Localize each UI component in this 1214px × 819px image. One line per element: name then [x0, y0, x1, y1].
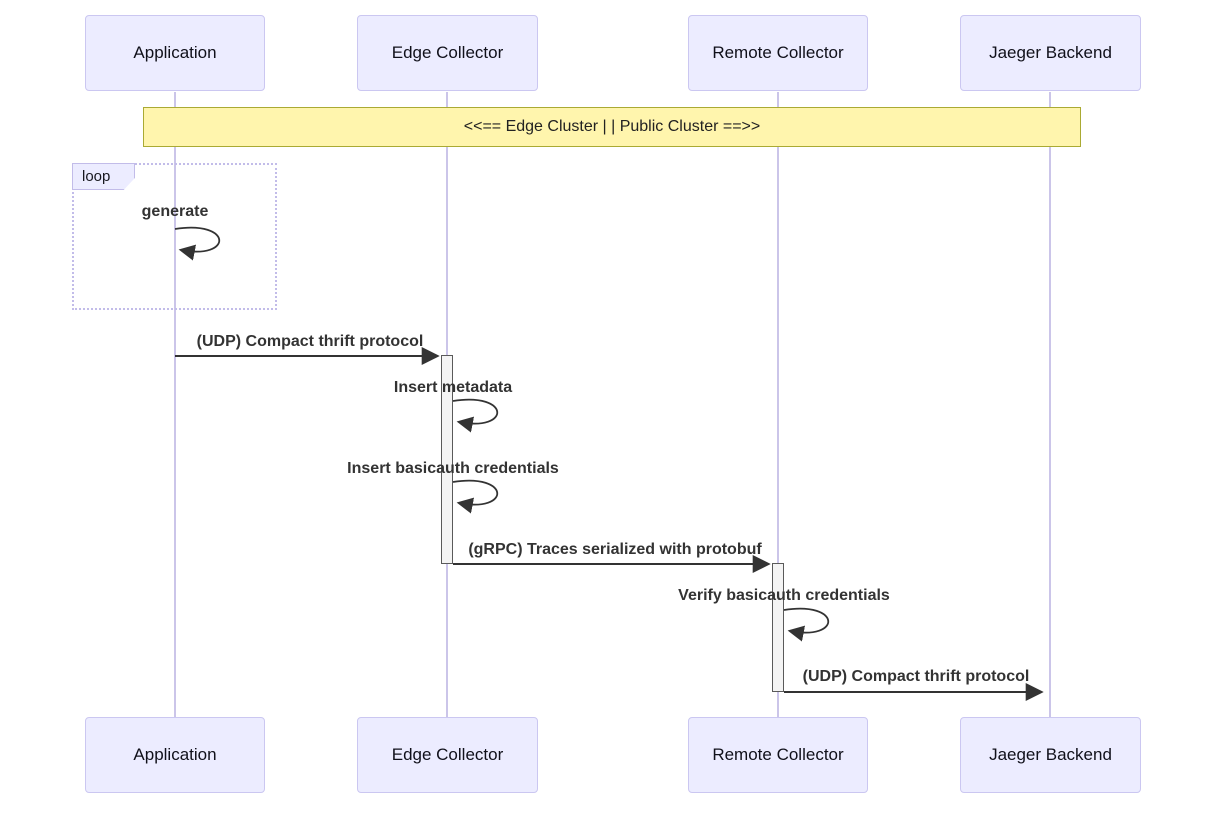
cluster-note: <<== Edge Cluster | | Public Cluster ==>… — [143, 107, 1081, 147]
actor-label: Application — [133, 43, 217, 62]
loop-label: loop — [72, 163, 135, 190]
actor-bottom-remote-collector: Remote Collector — [688, 717, 868, 793]
actor-label: Edge Collector — [391, 43, 504, 62]
self-loop-insert-metadata — [452, 398, 499, 433]
self-loop-verify-basicauth — [783, 607, 830, 642]
message-label-insert-basicauth: Insert basicauth credentials — [347, 460, 559, 477]
message-label-udp-2: (UDP) Compact thrift protocol — [802, 668, 1030, 685]
actor-label: Remote Collector — [712, 43, 844, 62]
self-loop-insert-basicauth — [452, 479, 499, 514]
message-label-insert-metadata: Insert metadata — [393, 379, 513, 396]
actor-bottom-application: Application — [85, 717, 265, 793]
message-label-verify-basicauth: Verify basicauth credentials — [678, 587, 890, 604]
actor-top-jaeger-backend: Jaeger Backend — [960, 15, 1141, 91]
actor-bottom-jaeger-backend: Jaeger Backend — [960, 717, 1141, 793]
activation-bar-edge-collector — [441, 355, 453, 564]
message-label-generate: generate — [141, 203, 209, 220]
lifeline-application — [174, 92, 176, 717]
cluster-note-text: <<== Edge Cluster | | Public Cluster ==>… — [463, 118, 761, 135]
self-loop-generate — [174, 226, 221, 261]
loop-label-text: loop — [82, 168, 111, 185]
actor-top-remote-collector: Remote Collector — [688, 15, 868, 91]
actor-top-edge-collector: Edge Collector — [357, 15, 538, 91]
message-label-grpc: (gRPC) Traces serialized with protobuf — [468, 541, 762, 558]
actor-bottom-edge-collector: Edge Collector — [357, 717, 538, 793]
lifeline-jaeger-backend — [1049, 92, 1051, 717]
message-label-udp-1: (UDP) Compact thrift protocol — [196, 333, 424, 350]
actor-label: Application — [133, 745, 217, 764]
actor-label: Jaeger Backend — [989, 745, 1112, 764]
actor-label: Jaeger Backend — [989, 43, 1112, 62]
activation-bar-remote-collector — [772, 563, 784, 692]
actor-top-application: Application — [85, 15, 265, 91]
lifeline-remote-collector — [777, 92, 779, 717]
loop-frame — [72, 163, 277, 310]
actor-label: Remote Collector — [712, 745, 844, 764]
actor-label: Edge Collector — [391, 745, 504, 764]
